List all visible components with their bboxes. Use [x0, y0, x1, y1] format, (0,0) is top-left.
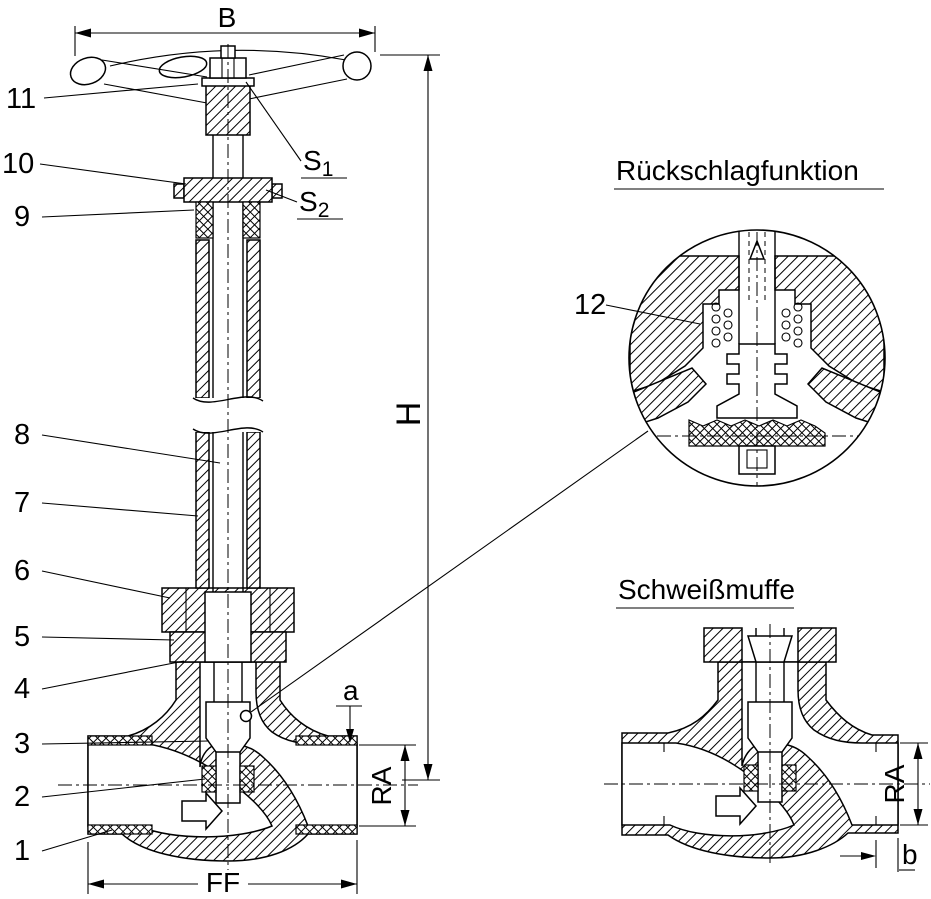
packing-left: [195, 201, 214, 239]
main-view: B H FF RA a: [2, 2, 649, 898]
callout-11: 11: [6, 83, 36, 115]
centerlines: [58, 44, 418, 870]
dimension-FF: FF: [87, 840, 358, 898]
wheel-spokes: [101, 54, 348, 104]
weld-socket-title: Schweißmuffe: [618, 574, 795, 605]
dim-RA-label: RA: [366, 766, 397, 805]
callout-8: 8: [14, 419, 30, 451]
detail-weld-socket: Schweißmuffe RA b: [604, 574, 930, 872]
check-plug: [716, 343, 798, 419]
wheel-handle-right: [342, 51, 372, 81]
detail-reference-line: [250, 430, 649, 713]
s2-subscript: 2: [318, 199, 330, 222]
s1-letter: S: [303, 145, 322, 176]
callout-3: 3: [14, 728, 30, 760]
callout-4: 4: [14, 673, 30, 705]
dimension-a: a: [336, 675, 362, 743]
check-function-title: Rückschlagfunktion: [616, 155, 859, 186]
dim-B-label: B: [218, 2, 237, 33]
callout-7: 7: [14, 487, 30, 519]
check-stem: [738, 230, 776, 344]
socket-flow-arrow: [715, 786, 758, 826]
callout-2: 2: [14, 781, 30, 813]
callouts: 11 10 9 8 7 6 5 4 3 2 1: [2, 83, 221, 867]
check-detail-contents: [629, 230, 885, 486]
packing-right: [242, 201, 261, 239]
dim-RA-detail-label: RA: [879, 764, 910, 803]
dimension-RA: RA: [359, 744, 416, 827]
callout-12: 12: [574, 289, 606, 321]
detail-circle-border: [628, 229, 886, 487]
union-nut-facets: [185, 588, 271, 632]
s1-subscript: 1: [322, 158, 334, 181]
stem-rod: [212, 135, 244, 592]
dim-FF-label: FF: [206, 867, 240, 898]
callout-5: 5: [14, 621, 30, 653]
detail-reference-circle: [239, 709, 253, 723]
stem-nut-facets: [221, 58, 235, 78]
callout-1: 1: [14, 835, 30, 867]
dim-S1-label: S1: [303, 145, 333, 181]
callout-9: 9: [14, 201, 30, 233]
dimension-S1: S1: [245, 81, 347, 181]
dim-S2-label: S2: [299, 186, 329, 222]
dim-H-label: H: [390, 402, 428, 427]
dimension-S2: S2: [265, 186, 343, 222]
plug-stem: [213, 662, 243, 702]
dimension-B: B: [74, 2, 376, 56]
pipe-threads: [87, 735, 358, 835]
dimension-RA-detail: RA: [879, 742, 928, 826]
inlet-passage: [87, 743, 273, 838]
socket-shoulders: [663, 743, 877, 825]
spring-right: [781, 302, 803, 348]
valve-body: [87, 661, 358, 862]
flow-direction-arrow: [181, 791, 224, 831]
dim-a-label: a: [343, 675, 359, 706]
dim-b-label: b: [902, 839, 918, 870]
spring-left: [711, 302, 733, 348]
s2-letter: S: [299, 186, 318, 217]
detail-marker: [239, 430, 649, 723]
wheel-handle-left: [69, 56, 107, 86]
callout-6: 6: [14, 555, 30, 587]
wheel-rim-opening: [158, 55, 208, 79]
socket-centerlines: [604, 624, 930, 866]
dimension-b: b: [840, 838, 918, 872]
dimension-H: H: [380, 54, 440, 781]
callout-10: 10: [2, 148, 34, 180]
